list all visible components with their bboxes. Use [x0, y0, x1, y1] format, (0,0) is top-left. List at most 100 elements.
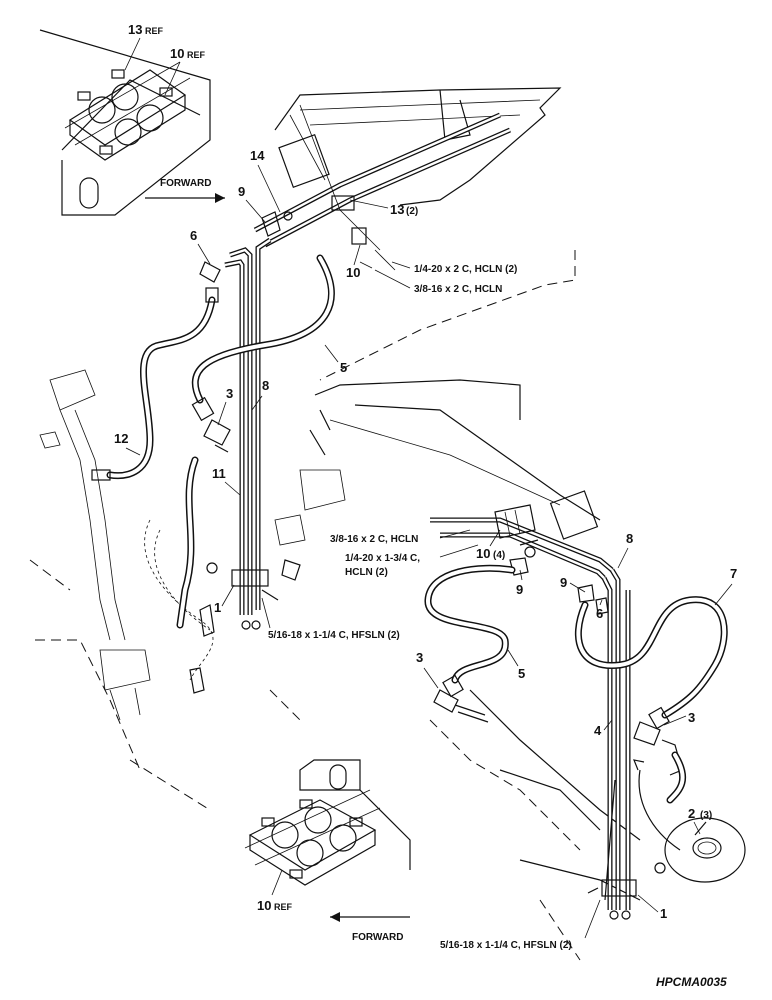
svg-text:(3): (3): [700, 810, 712, 821]
callout-13: 13 (2): [349, 199, 418, 217]
ref-label-10-bottom: 10 REF: [257, 869, 293, 913]
callout-5-lower: 5: [507, 649, 525, 681]
lower-manifold-assembly: [430, 490, 614, 580]
svg-text:REF: REF: [145, 26, 164, 36]
frame-outlines: [29, 87, 641, 961]
callout-8-lower: 8: [617, 531, 633, 569]
lower-clamp-block: [494, 504, 536, 539]
svg-text:14: 14: [250, 148, 265, 163]
hardware-note-upper-2: 3/8-16 x 2 C, HCLN: [374, 269, 502, 295]
right-vertical-tubes: [587, 568, 666, 920]
svg-text:3: 3: [226, 386, 233, 401]
callout-7: 7: [714, 566, 737, 606]
callout-2: 2 (3): [688, 806, 712, 835]
return-line: [604, 759, 681, 901]
svg-text:1/4-20 x 2 C, HCLN (2): 1/4-20 x 2 C, HCLN (2): [414, 264, 517, 275]
fitting-6-upper: [199, 261, 221, 283]
top-manifold-detail: [39, 29, 211, 216]
svg-text:9: 9: [516, 582, 523, 597]
svg-text:5: 5: [518, 666, 525, 681]
svg-text:8: 8: [626, 531, 633, 546]
svg-text:1: 1: [660, 906, 667, 921]
hardware-note-lower-3: 5/16-18 x 1-1/4 C, HFSLN (2): [440, 899, 601, 951]
forward-label: FORWARD: [160, 178, 211, 189]
callout-6-lower: 6: [596, 599, 603, 621]
bottom-clamp-block: [244, 789, 381, 886]
svg-text:(4): (4): [493, 550, 505, 561]
slot-icon-bottom: [329, 764, 347, 790]
svg-text:5/16-18 x 1-1/4 C, HFSLN (2): 5/16-18 x 1-1/4 C, HFSLN (2): [268, 630, 400, 641]
left-cylinder-linkage: [39, 369, 215, 721]
svg-text:13: 13: [128, 22, 142, 37]
forward-arrow-top: FORWARD: [145, 178, 225, 203]
hardware-note-upper-3: 5/16-18 x 1-1/4 C, HFSLN (2): [261, 597, 400, 641]
callout-6-upper: 6: [190, 228, 211, 265]
hose-12: [91, 261, 221, 481]
callout-9-lower-left: 9: [516, 569, 523, 597]
svg-text:10: 10: [476, 546, 490, 561]
forward-arrow-bottom: FORWARD: [330, 912, 410, 943]
callout-9-lower-right: 9: [560, 575, 586, 593]
callout-10-lower: 10 (4): [476, 529, 505, 561]
fitting-6-lower: [595, 597, 609, 615]
ref-label-10-top: 10 REF: [164, 46, 206, 96]
svg-text:10: 10: [170, 46, 184, 61]
callout-1-lower: 1: [637, 894, 667, 921]
hose-11-and-tee-3: [176, 419, 346, 629]
svg-text:3/8-16 x 2 C, HCLN: 3/8-16 x 2 C, HCLN: [330, 534, 418, 545]
svg-text:5: 5: [340, 360, 347, 375]
bottom-manifold-detail: [244, 759, 411, 886]
callout-9-upper: 9: [238, 184, 266, 223]
callout-3-lower-right: 3: [663, 710, 695, 726]
callout-8-upper: 8: [251, 378, 269, 411]
callout-3-lower-left: 3: [416, 650, 439, 689]
hose-7: [574, 584, 728, 804]
hardware-note-upper-1: 1/4-20 x 2 C, HCLN (2): [391, 261, 517, 275]
svg-text:8: 8: [262, 378, 269, 393]
forward-label: FORWARD: [352, 932, 403, 943]
svg-text:(2): (2): [406, 206, 418, 217]
svg-text:9: 9: [560, 575, 567, 590]
svg-text:6: 6: [190, 228, 197, 243]
svg-text:11: 11: [212, 466, 226, 481]
callout-11: 11: [212, 466, 241, 496]
callout-3-upper: 3: [217, 386, 233, 426]
hose-5-lower: [424, 557, 529, 723]
callout-5-upper: 5: [324, 344, 347, 375]
callout-14: 14: [250, 148, 281, 213]
svg-text:4: 4: [594, 723, 602, 738]
hose-5-upper: [191, 254, 335, 422]
slot-icon: [79, 177, 99, 209]
svg-text:REF: REF: [274, 902, 293, 912]
svg-text:12: 12: [114, 431, 128, 446]
callout-1-upper: 1: [214, 584, 235, 615]
svg-text:10: 10: [346, 265, 360, 280]
top-clamp-block: [64, 61, 191, 161]
svg-text:3/8-16 x 2 C, HCLN: 3/8-16 x 2 C, HCLN: [414, 284, 502, 295]
svg-text:1/4-20 x 1-3/4 C,: 1/4-20 x 1-3/4 C,: [345, 553, 420, 564]
callout-10-upper: 10: [346, 244, 360, 280]
svg-text:REF: REF: [187, 50, 206, 60]
svg-text:10: 10: [257, 898, 271, 913]
svg-text:1: 1: [214, 600, 221, 615]
svg-text:2: 2: [688, 806, 695, 821]
svg-text:3: 3: [416, 650, 423, 665]
svg-text:6: 6: [596, 606, 603, 621]
figure-id: HPCMA0035: [656, 975, 727, 989]
svg-text:9: 9: [238, 184, 245, 199]
svg-text:HCLN (2): HCLN (2): [345, 567, 388, 578]
hardware-note-lower-1: 3/8-16 x 2 C, HCLN: [330, 529, 471, 545]
ref-label-13-top: 13 REF: [124, 22, 164, 71]
upper-manifold-assembly: [253, 104, 512, 271]
hardware-note-lower-2: 1/4-20 x 1-3/4 C, HCLN (2): [345, 544, 479, 578]
fitting-9-upper: [261, 211, 281, 237]
callout-4: 4: [594, 719, 613, 738]
svg-text:3: 3: [688, 710, 695, 725]
svg-text:5/16-18 x 1-1/4 C, HFSLN (2): 5/16-18 x 1-1/4 C, HFSLN (2): [440, 940, 572, 951]
svg-text:7: 7: [730, 566, 737, 581]
callout-12: 12: [114, 431, 141, 456]
left-vertical-tubes: [206, 237, 279, 630]
svg-text:13: 13: [390, 202, 404, 217]
item-2-cap-detail: [664, 817, 746, 883]
